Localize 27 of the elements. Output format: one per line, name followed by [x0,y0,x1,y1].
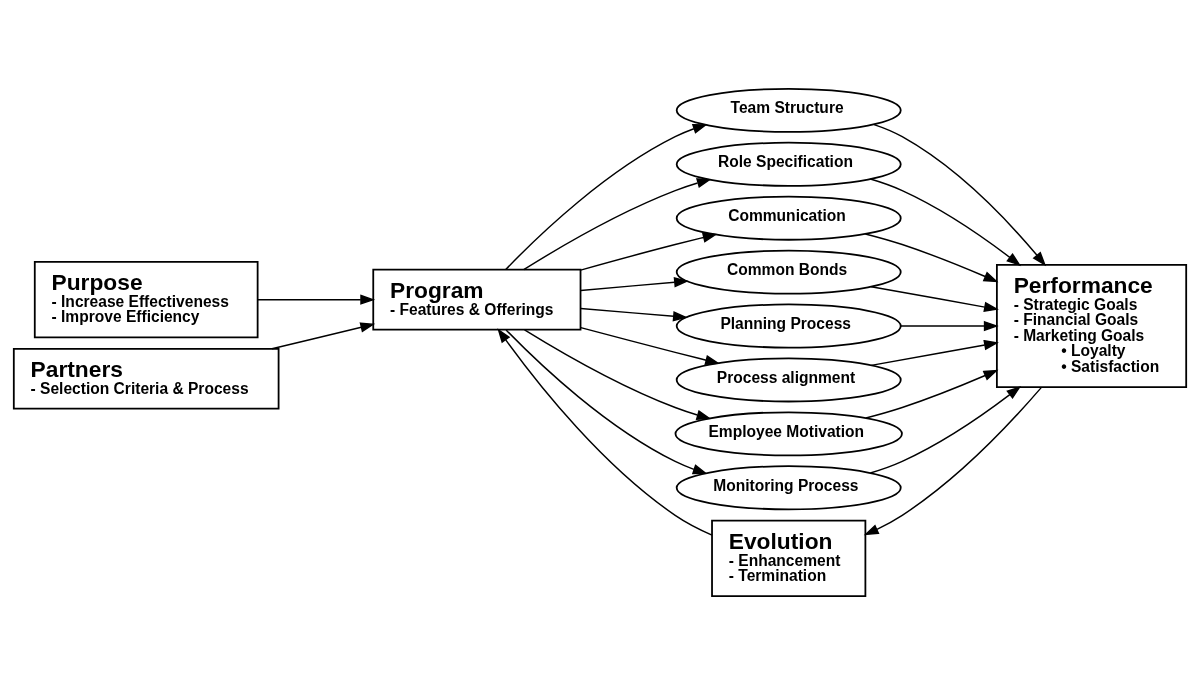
node-ellipse: Process alignment [675,357,902,402]
arrow [523,328,712,420]
arrow [580,276,689,291]
arrow [579,232,718,271]
arrow [870,339,999,366]
arrow [523,177,712,270]
arrow [869,177,1022,266]
arrow [863,386,1043,535]
arrow [873,123,1047,266]
node-ellipse: Planning Process [675,303,902,348]
arrow [497,327,713,536]
arrow [505,328,708,474]
arrow [900,320,999,331]
arrow [869,385,1022,474]
arrow [256,293,376,305]
node-box: Partners - Selection Criteria & Process [12,347,280,410]
arrow [505,123,708,270]
arrow [271,321,376,349]
node-box: Evolution - Enhancement - Termination [711,519,867,597]
arrow [580,326,721,365]
arrow [870,285,999,312]
node-box: Program - Features & Offerings [372,268,582,330]
arrow [864,232,999,282]
node-box: Purpose - Increase Effectiveness - Improve Efficiency [33,260,259,338]
node-box: Performance - Strategic Goals - Financial Goals - Marketing Goals • Loyalty • Satisfaction [996,263,1188,388]
arrow [580,307,688,321]
arrow [865,369,999,419]
